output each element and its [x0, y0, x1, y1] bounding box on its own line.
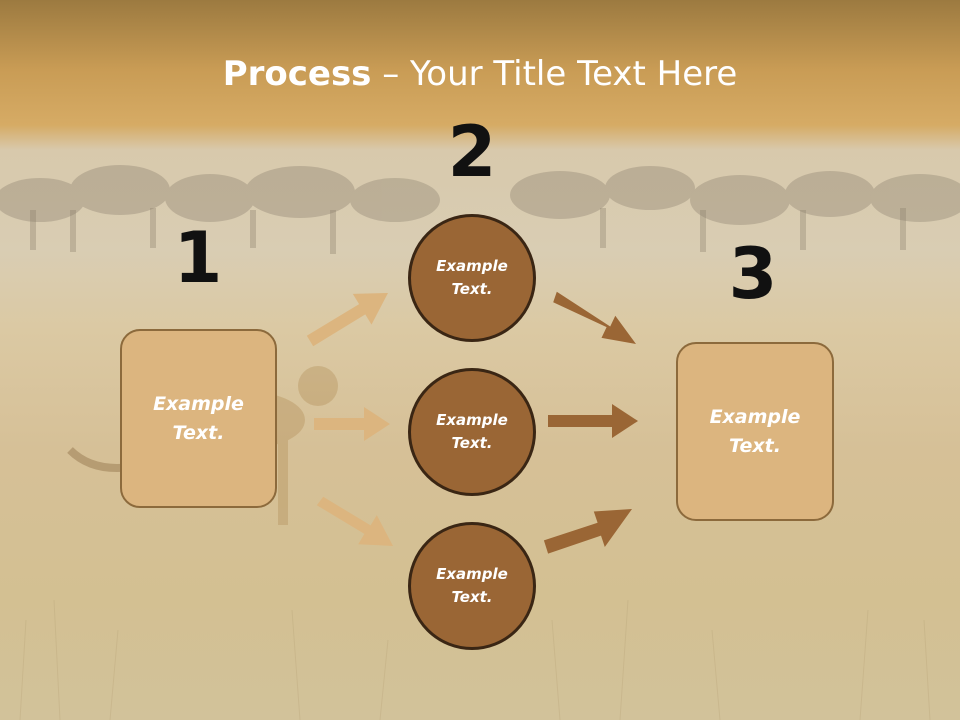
arrow-bottom-to-right [543, 509, 632, 554]
circle-bottom: Example Text. [408, 522, 536, 650]
title-bold: Process [222, 54, 372, 94]
left-box-text: Example Text. [153, 392, 244, 444]
arrow-left-to-bottom [316, 496, 393, 546]
circle-middle: Example Text. [408, 368, 536, 496]
arrow-top-to-right [553, 291, 636, 344]
title-rest: – Your Title Text Here [371, 54, 738, 94]
arrow-left-to-middle [314, 407, 390, 441]
right-box: Example Text. [676, 342, 834, 521]
step-number-3: 3 [728, 233, 778, 315]
circle-middle-text: Example Text. [436, 411, 508, 452]
arrow-left-to-top [306, 293, 388, 347]
left-box: Example Text. [120, 329, 277, 508]
circle-bottom-text: Example Text. [436, 565, 508, 606]
right-box-text: Example Text. [709, 405, 801, 457]
slide-title: Process – Your Title Text Here [0, 52, 960, 96]
step-number-1: 1 [173, 217, 223, 299]
circle-top-text: Example Text. [436, 257, 508, 298]
step-number-2: 2 [447, 111, 497, 193]
circle-top: Example Text. [408, 214, 536, 342]
background-wildebeest-herd [0, 165, 960, 254]
arrow-middle-to-right [548, 404, 638, 438]
